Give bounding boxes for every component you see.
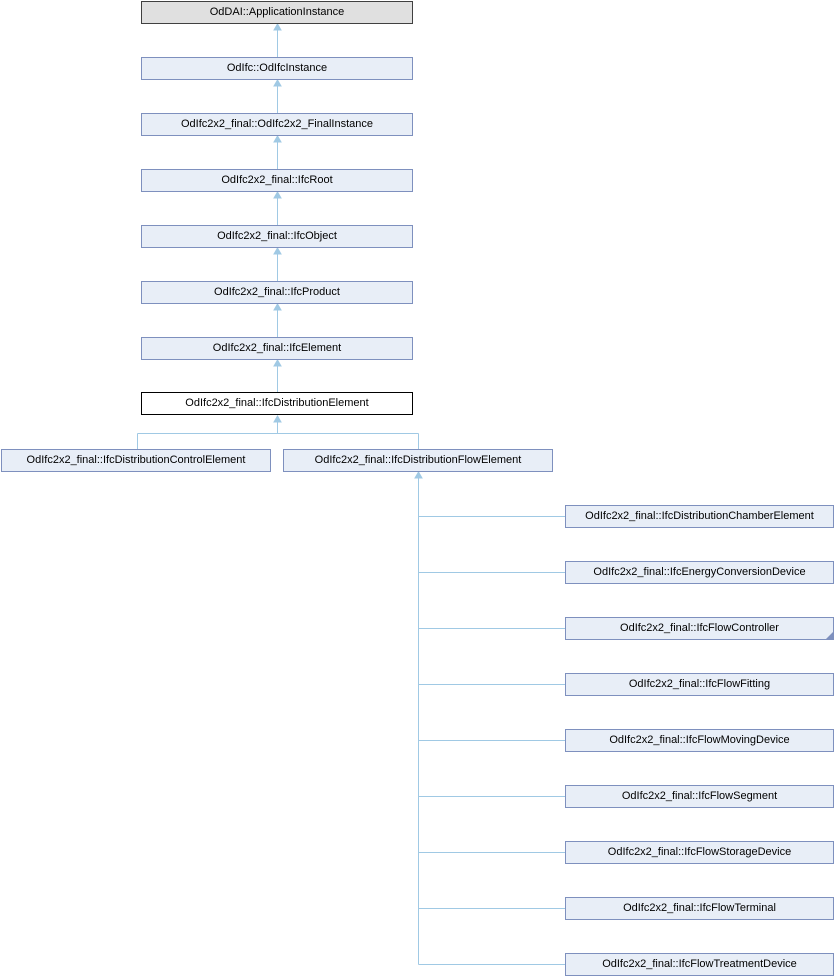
node-odifc2x2-final-instance[interactable]: OdIfc2x2_final::OdIfc2x2_FinalInstance <box>141 113 413 136</box>
node-oddai-application-instance[interactable]: OdDAI::ApplicationInstance <box>141 1 413 24</box>
node-odifc-instance[interactable]: OdIfc::OdIfcInstance <box>141 57 413 80</box>
node-ifc-product[interactable]: OdIfc2x2_final::IfcProduct <box>141 281 413 304</box>
node-ifc-flow-fitting[interactable]: OdIfc2x2_final::IfcFlowFitting <box>565 673 834 696</box>
node-ifc-distribution-control-element[interactable]: OdIfc2x2_final::IfcDistributionControlEl… <box>1 449 271 472</box>
node-ifc-flow-segment[interactable]: OdIfc2x2_final::IfcFlowSegment <box>565 785 834 808</box>
node-ifc-distribution-flow-element[interactable]: OdIfc2x2_final::IfcDistributionFlowEleme… <box>283 449 553 472</box>
node-ifc-object[interactable]: OdIfc2x2_final::IfcObject <box>141 225 413 248</box>
node-ifc-flow-terminal[interactable]: OdIfc2x2_final::IfcFlowTerminal <box>565 897 834 920</box>
node-ifc-root[interactable]: OdIfc2x2_final::IfcRoot <box>141 169 413 192</box>
node-ifc-flow-controller[interactable]: OdIfc2x2_final::IfcFlowController <box>565 617 834 640</box>
node-ifc-flow-storage-device[interactable]: OdIfc2x2_final::IfcFlowStorageDevice <box>565 841 834 864</box>
node-ifc-element[interactable]: OdIfc2x2_final::IfcElement <box>141 337 413 360</box>
truncated-corner-icon <box>826 632 833 639</box>
node-ifc-distribution-element: OdIfc2x2_final::IfcDistributionElement <box>141 392 413 415</box>
node-ifc-energy-conversion-device[interactable]: OdIfc2x2_final::IfcEnergyConversionDevic… <box>565 561 834 584</box>
node-ifc-flow-treatment-device[interactable]: OdIfc2x2_final::IfcFlowTreatmentDevice <box>565 953 834 976</box>
node-label: OdIfc2x2_final::IfcFlowController <box>620 622 779 634</box>
node-ifc-distribution-chamber-element[interactable]: OdIfc2x2_final::IfcDistributionChamberEl… <box>565 505 834 528</box>
node-ifc-flow-moving-device[interactable]: OdIfc2x2_final::IfcFlowMovingDevice <box>565 729 834 752</box>
